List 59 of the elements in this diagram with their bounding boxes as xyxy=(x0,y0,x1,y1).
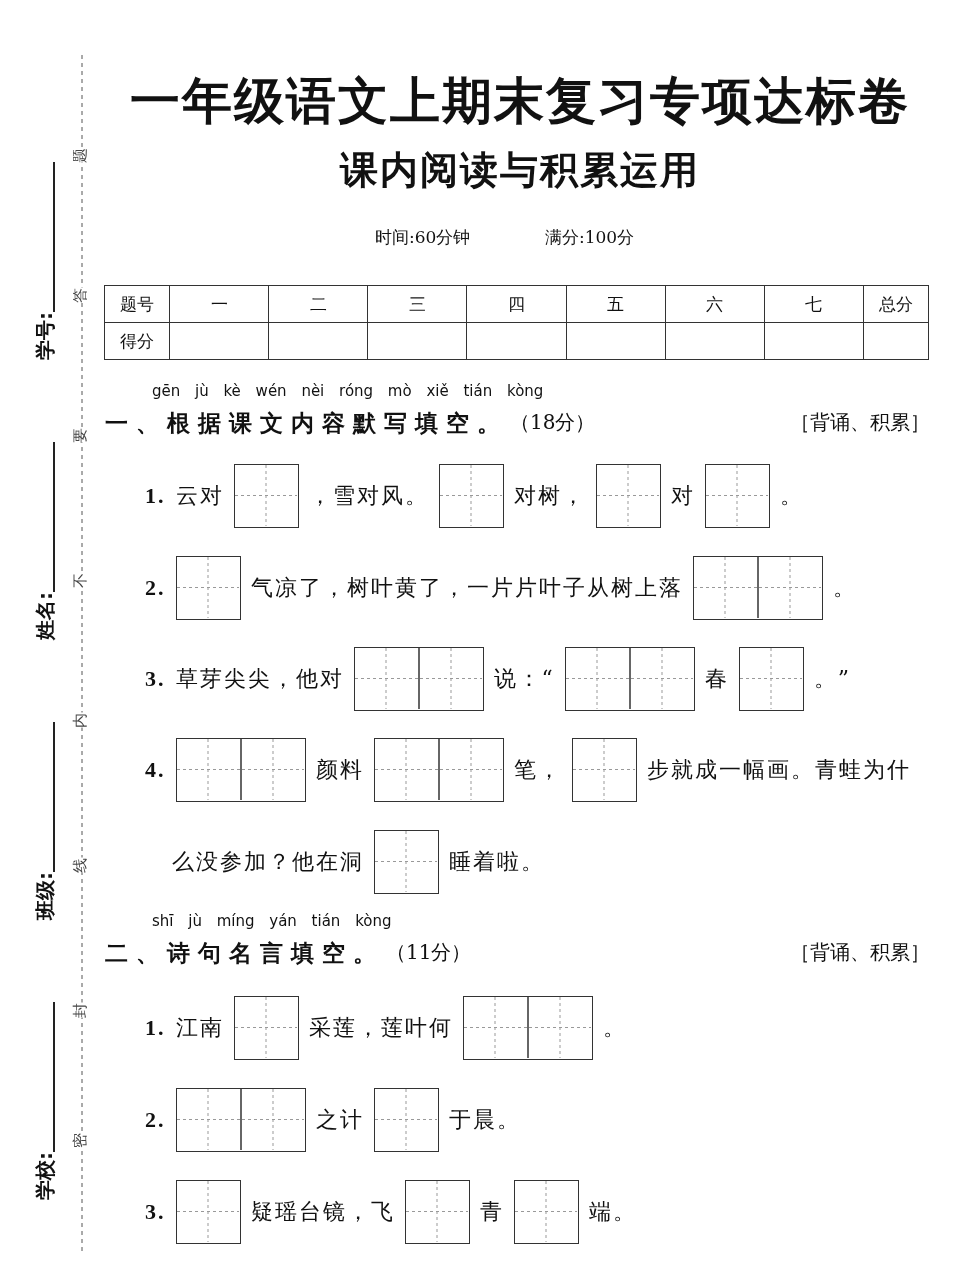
question-text: 么没参加？他在洞 xyxy=(172,848,364,876)
question-number: 1. xyxy=(145,483,166,509)
question-text: 疑瑶台镜，飞 xyxy=(250,1198,395,1226)
question-text: 。 xyxy=(779,482,804,510)
question-text: 笔， xyxy=(513,756,562,784)
score-note: （11分） xyxy=(386,939,472,966)
question-text: 说：“ xyxy=(493,665,555,693)
row-heading: 题号 xyxy=(104,285,170,323)
column-heading: 三 xyxy=(367,285,467,323)
pinyin: gēn jù kè wén nèi róng mò xiě tián kòng xyxy=(152,382,544,400)
question-text: 江南 xyxy=(175,1014,224,1042)
margin-note: 封 xyxy=(69,1002,90,1018)
question-number: 2. xyxy=(145,1107,166,1133)
question-text: 之计 xyxy=(315,1106,364,1134)
question-number: 4. xyxy=(145,757,166,783)
question-number: 1. xyxy=(145,1015,166,1041)
skill-tag: ［背诵、积累］ xyxy=(790,939,930,966)
row-heading: 得分 xyxy=(104,322,170,360)
column-heading: 一 xyxy=(169,285,269,323)
question-text: 草芽尖尖，他对 xyxy=(175,665,344,693)
skill-tag: ［背诵、积累］ xyxy=(790,409,930,436)
field-label: 姓名: xyxy=(32,592,59,640)
margin-note: 线 xyxy=(69,857,90,873)
question-number: 2. xyxy=(145,575,166,601)
column-heading: 七 xyxy=(764,285,864,323)
subtitle: 课内阅读与积累运用 xyxy=(338,147,701,194)
question-text: 。 xyxy=(832,574,857,602)
question-number: 3. xyxy=(145,1199,166,1225)
question-text: 。” xyxy=(813,665,851,693)
section-heading: 一、根据课文内容默写填空。 xyxy=(105,409,508,438)
pinyin: shī jù míng yán tián kòng xyxy=(152,912,392,930)
question-text: 对树， xyxy=(513,482,586,510)
column-heading: 二 xyxy=(268,285,368,323)
question-text: 春 xyxy=(704,665,729,693)
column-heading: 五 xyxy=(566,285,666,323)
margin-note: 内 xyxy=(69,712,90,728)
section-heading: 二、诗句名言填空。 xyxy=(105,939,384,968)
question-text: 于晨。 xyxy=(448,1106,521,1134)
question-text: 对 xyxy=(670,482,695,510)
column-heading: 总分 xyxy=(863,285,929,323)
question-text: 。 xyxy=(602,1014,627,1042)
exam-info: 满分:100分 xyxy=(545,226,635,249)
exam-info: 时间:60分钟 xyxy=(375,226,471,249)
margin-note: 密 xyxy=(69,1132,90,1148)
question-text: 睡着啦。 xyxy=(449,848,545,876)
column-heading: 四 xyxy=(466,285,567,323)
field-label: 学校: xyxy=(32,1152,59,1200)
question-text: 青 xyxy=(479,1198,504,1226)
question-number: 3. xyxy=(145,666,166,692)
question-text: 气凉了，树叶黄了，一片片叶子从树上落 xyxy=(250,574,683,602)
question-text: 颜料 xyxy=(315,756,364,784)
column-heading: 六 xyxy=(665,285,765,323)
question-text: ，雪对风。 xyxy=(308,482,429,510)
question-text: 端。 xyxy=(588,1198,637,1226)
score-note: （18分） xyxy=(510,409,596,436)
question-text: 采莲，莲叶何 xyxy=(308,1014,453,1042)
question-text: 云对 xyxy=(175,482,224,510)
title: 一年级语文上期末复习专项达标卷 xyxy=(129,71,911,132)
question-text: 步就成一幅画。青蛙为什 xyxy=(646,756,911,784)
